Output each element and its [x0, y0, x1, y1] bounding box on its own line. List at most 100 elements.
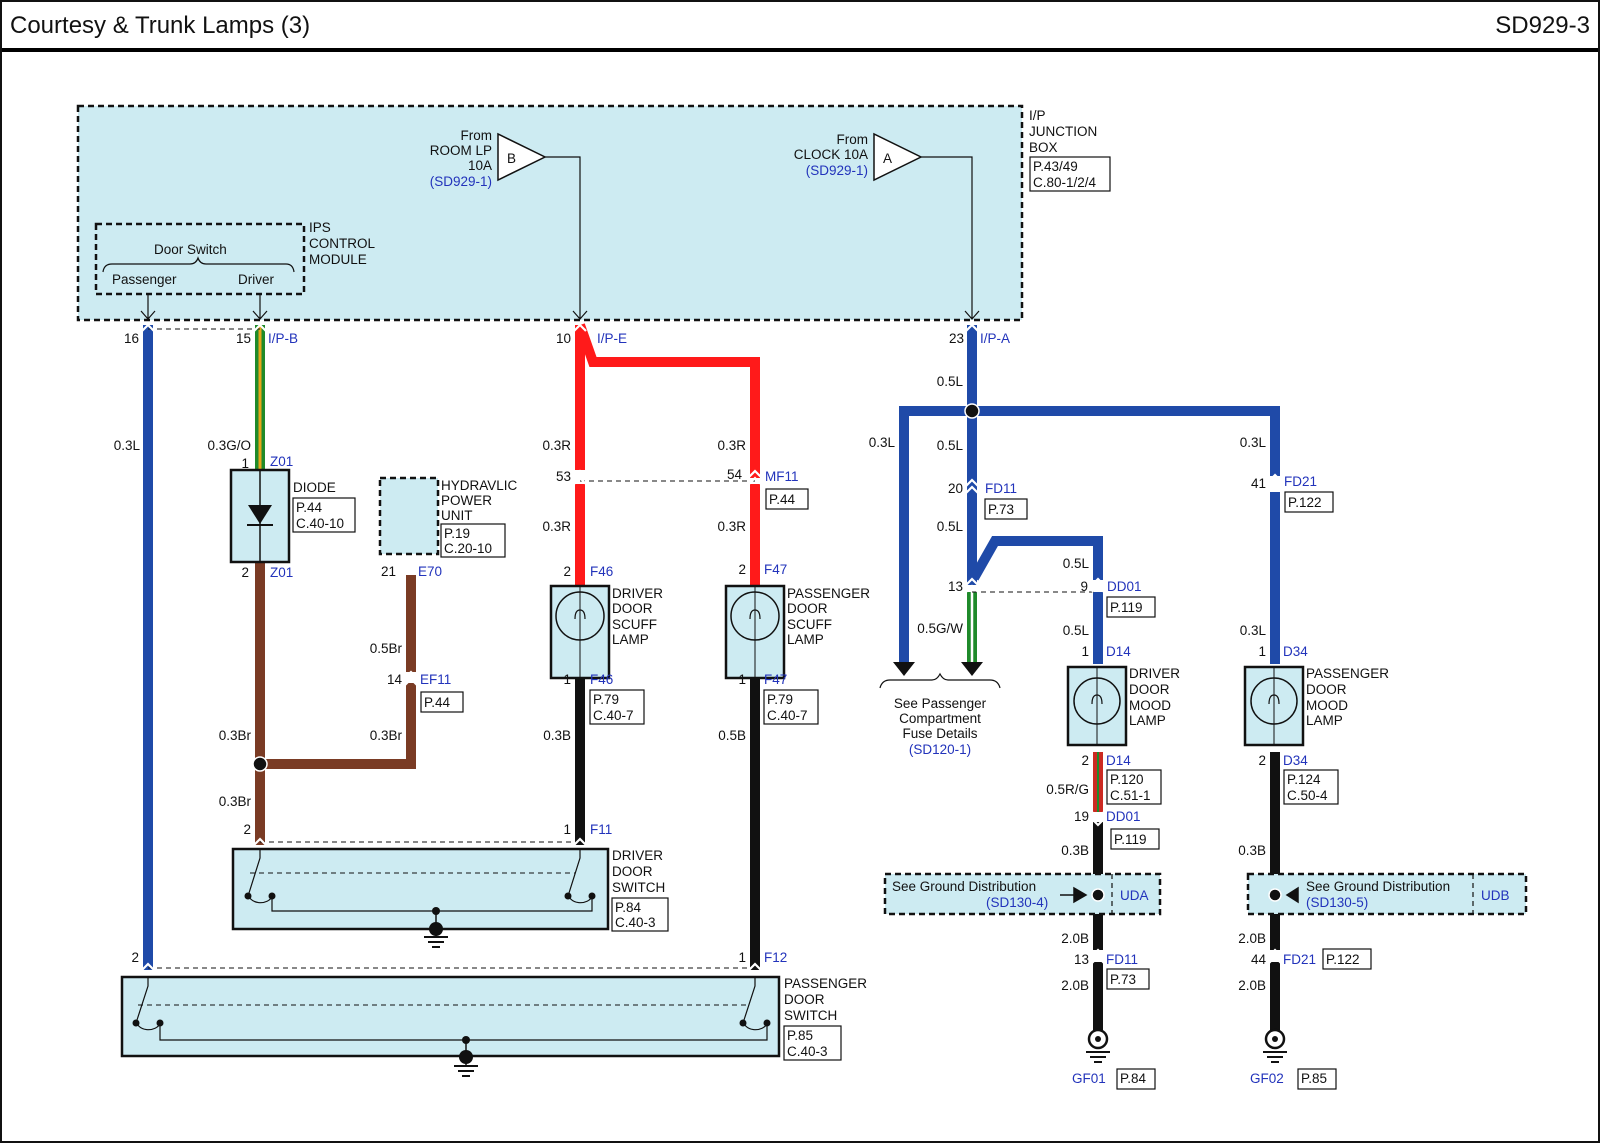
- psw-pin2: 2: [131, 950, 139, 965]
- diode-conn-bot: Z01: [270, 565, 293, 580]
- ps-pin1: 1: [738, 672, 746, 687]
- pm-pin1: 1: [1258, 644, 1266, 659]
- ds-l1: DRIVER: [612, 586, 663, 601]
- wire-label-0.5GW: 0.5G/W: [917, 621, 963, 636]
- splice-brown: [252, 756, 268, 772]
- mf11-pin54: 54: [727, 467, 743, 482]
- ips-driver-label: Driver: [238, 272, 275, 287]
- dsw-ref-2: C.40-3: [615, 915, 656, 930]
- chev-16: [141, 323, 155, 332]
- psw-ref-1: P.85: [787, 1028, 813, 1043]
- dd01-conn-bot: DD01: [1106, 809, 1141, 824]
- chev-53: [573, 469, 587, 485]
- gf02-ref: P.85: [1301, 1071, 1327, 1086]
- chev-fd11-bot: [1091, 948, 1105, 964]
- src-b-letter: B: [507, 151, 516, 166]
- wire-label-0.5B: 0.5B: [718, 728, 746, 743]
- pm-conn-top: D34: [1283, 644, 1308, 659]
- psw-ref-box: [783, 1025, 842, 1061]
- wire-label-0.3B-a: 0.3B: [543, 728, 571, 743]
- pm-ref-2: C.50-4: [1287, 788, 1328, 803]
- hydraulic-unit-box: [378, 476, 440, 556]
- fuse-note-3: Fuse Details: [902, 726, 977, 741]
- wire-blue-horizontal: [899, 406, 1280, 664]
- dm-l2: DOOR: [1129, 682, 1170, 697]
- mf11-conn: MF11: [765, 469, 799, 484]
- source-b-triangle: [497, 132, 547, 182]
- dm-l3: MOOD: [1129, 698, 1171, 713]
- ds-l2: DOOR: [612, 601, 653, 616]
- psw-l2: DOOR: [784, 992, 825, 1007]
- pm-ref-box: [1283, 769, 1339, 805]
- wire-red-branch: [575, 323, 760, 478]
- source-a-triangle: [873, 132, 923, 182]
- dm-ref-2: C.51-1: [1110, 788, 1151, 803]
- src-a-lead: [921, 156, 980, 320]
- jbox-label-3: BOX: [1029, 140, 1058, 155]
- wire-label-0.3L-d: 0.3L: [1240, 623, 1267, 638]
- gf02-label: GF02: [1250, 1071, 1284, 1086]
- door-switch-label: Door Switch: [154, 242, 227, 257]
- ips-driver-arrow: [252, 294, 268, 320]
- fd11-ref-bot: P.73: [1110, 972, 1136, 987]
- ps-pin2: 2: [738, 562, 746, 577]
- door-switch-brace: [102, 256, 295, 273]
- psw-pin1: 1: [738, 950, 746, 965]
- ps-l2: DOOR: [787, 601, 828, 616]
- wire-label-0.3L-c: 0.3L: [1240, 435, 1267, 450]
- fd11-ref-top: P.73: [988, 502, 1014, 517]
- diode-ref-box: [292, 497, 356, 533]
- driver-switch-ground-dot: [429, 922, 443, 936]
- fd11-pin13: 13: [1074, 952, 1089, 967]
- page-title: Courtesy & Trunk Lamps (3): [10, 12, 311, 39]
- wire-brown-ef11: [260, 683, 416, 769]
- hpu-ref-2: C.20-10: [444, 541, 492, 556]
- fd21-ref-bot: P.122: [1326, 952, 1360, 967]
- src-b-from: From: [461, 128, 493, 143]
- uda-ref: (SD130-4): [986, 895, 1048, 910]
- wire-label-2.0B-a: 2.0B: [1061, 931, 1089, 946]
- diode-pin2: 2: [241, 565, 249, 580]
- ds-l3: SCUFF: [612, 617, 657, 632]
- jbox-label-2: JUNCTION: [1029, 124, 1097, 139]
- fd11-ref-box-bot: [1106, 968, 1150, 990]
- wire-label-0.3R-b: 0.3R: [717, 438, 746, 453]
- dd01-ref-box-bot: [1110, 828, 1160, 850]
- ef11-ref-box: [420, 691, 464, 713]
- psw-conn: F12: [764, 950, 787, 965]
- dsw-ref-box: [611, 897, 669, 932]
- wire-blue-driver-mood: [969, 536, 1103, 581]
- chev-pass-1: [748, 962, 762, 971]
- jbox-ref-2: C.80-1/2/4: [1033, 175, 1097, 190]
- gf01-ref: P.84: [1120, 1071, 1147, 1086]
- chev-drv-2: [253, 837, 267, 846]
- dd01-ref-top: P.119: [1110, 600, 1143, 615]
- fd21-pin41: 41: [1251, 476, 1266, 491]
- fd11-conn-top: FD11: [985, 481, 1017, 496]
- chev-pass-2: [141, 962, 155, 971]
- pass-switch-ground-dot: [459, 1050, 473, 1064]
- dm-pin2: 2: [1081, 753, 1089, 768]
- dm-ref-1: P.120: [1110, 772, 1144, 787]
- fuse-note-ref: (SD120-1): [909, 742, 971, 757]
- dm-conn-bot: D14: [1106, 753, 1131, 768]
- ps-l3: SCUFF: [787, 617, 832, 632]
- dd01-ref-bot: P.119: [1114, 832, 1147, 847]
- wire-label-2.0B-b: 2.0B: [1238, 931, 1266, 946]
- src-b-line2: ROOM LP: [430, 143, 492, 158]
- chev-drv-1: [573, 837, 587, 846]
- splice-blue: [964, 403, 980, 419]
- fuse-note-2: Compartment: [899, 711, 981, 726]
- dsw-conn: F11: [590, 822, 612, 837]
- pm-pin2: 2: [1258, 753, 1266, 768]
- wire-label-0.3R-c: 0.3R: [542, 519, 571, 534]
- pm-l3: MOOD: [1306, 698, 1348, 713]
- wire-label-0.5L-a: 0.5L: [937, 374, 964, 389]
- wire-label-0.5Br: 0.5Br: [370, 641, 403, 656]
- dm-ref-box: [1106, 769, 1162, 805]
- diagram-code: SD929-3: [1495, 12, 1590, 39]
- diode-pin1: 1: [241, 456, 249, 471]
- pin-23: 23: [949, 331, 964, 346]
- ips-label-1: IPS: [309, 220, 331, 235]
